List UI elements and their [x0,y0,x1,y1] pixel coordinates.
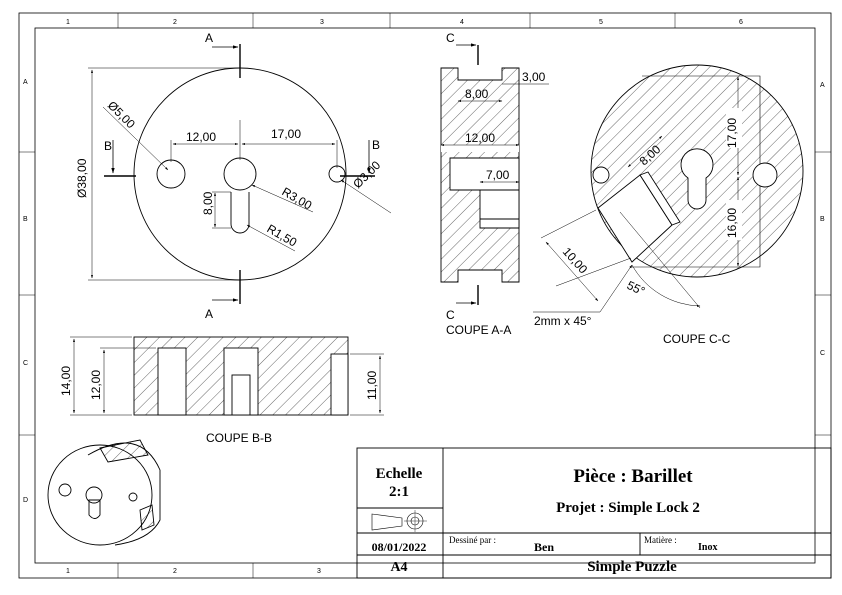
col-label-6: 6 [739,19,743,26]
dim-diameter-5: Ø5,00 [105,98,138,131]
col-label-3: 3 [320,19,324,26]
isometric-view [47,439,161,546]
scale-value: 2:1 [389,484,409,500]
dim-17: 17,00 [271,127,301,141]
dim-12: 12,00 [186,130,216,144]
caption-coupe-b-b: COUPE B-B [206,431,272,445]
section-b-b [70,336,384,416]
section-b-b-labels: 14,00 12,00 11,00 COUPE B-B [59,366,379,445]
row-label-c: C [23,360,28,367]
row-label-d: D [23,497,28,504]
drawing-name: Simple Puzzle [587,559,677,575]
grid-labels: 1 2 3 4 5 6 1 2 3 A B C D A B C [23,19,825,575]
dim-aa-12: 12,00 [465,131,495,145]
drawn-by-label: Dessiné par : [449,535,496,545]
col-label-bottom-2: 2 [173,568,177,575]
col-label-5: 5 [599,19,603,26]
dim-r1-5: R1,50 [265,221,300,249]
row-label-b-right: B [820,216,825,223]
dim-bb-12: 12,00 [89,370,103,400]
section-c-c [533,64,804,313]
title-block [356,447,832,579]
material: Inox [698,542,717,553]
section-letter-c-top: C [446,31,455,45]
dim-cc-16: 16,00 [725,208,739,238]
section-a-a-labels: C C 3,00 8,00 12,00 7,00 COUPE A-A [446,31,546,337]
piece-name: Pièce : Barillet [573,466,693,487]
title-block-text: Echelle 2:1 Pièce : Barillet Projet : Si… [372,466,718,575]
section-letter-c-bottom: C [446,308,455,322]
row-label-a-right: A [820,82,825,89]
col-label-1: 1 [66,19,70,26]
dim-diameter-38: Ø38,00 [75,158,89,198]
dim-bb-14: 14,00 [59,366,73,396]
section-a-a [440,43,549,305]
dim-cc-17: 17,00 [725,118,739,148]
caption-coupe-c-c: COUPE C-C [663,332,731,346]
dim-8: 8,00 [201,191,215,215]
dim-aa-8: 8,00 [465,87,489,101]
section-letter-a-top: A [205,31,213,45]
dim-diameter-3: Ø3,00 [350,158,383,191]
dim-aa-3: 3,00 [522,70,546,84]
col-label-bottom-1: 1 [66,568,70,575]
section-letter-b-right: B [372,138,380,152]
row-label-b: B [23,216,28,223]
section-letter-b-left: B [104,139,112,153]
date: 08/01/2022 [372,540,427,554]
section-letter-a-bottom: A [205,307,213,321]
row-label-c-right: C [820,350,825,357]
dim-aa-7: 7,00 [486,168,510,182]
row-label-a: A [23,79,28,86]
dim-chamfer: 2mm x 45° [534,314,592,328]
caption-coupe-a-a: COUPE A-A [446,323,511,337]
scale-label: Echelle [376,466,423,482]
dim-cc-10: 10,00 [560,245,591,277]
front-view [88,44,392,304]
col-label-bottom-3: 3 [317,568,321,575]
project-name: Projet : Simple Lock 2 [556,500,700,516]
drawn-by: Ben [534,540,554,554]
paper-format: A4 [390,560,407,575]
dim-bb-11: 11,00 [365,371,379,400]
col-label-4: 4 [460,19,464,26]
dim-r3: R3,00 [280,184,315,212]
material-label: Matière : [644,535,677,545]
col-label-2: 2 [173,19,177,26]
